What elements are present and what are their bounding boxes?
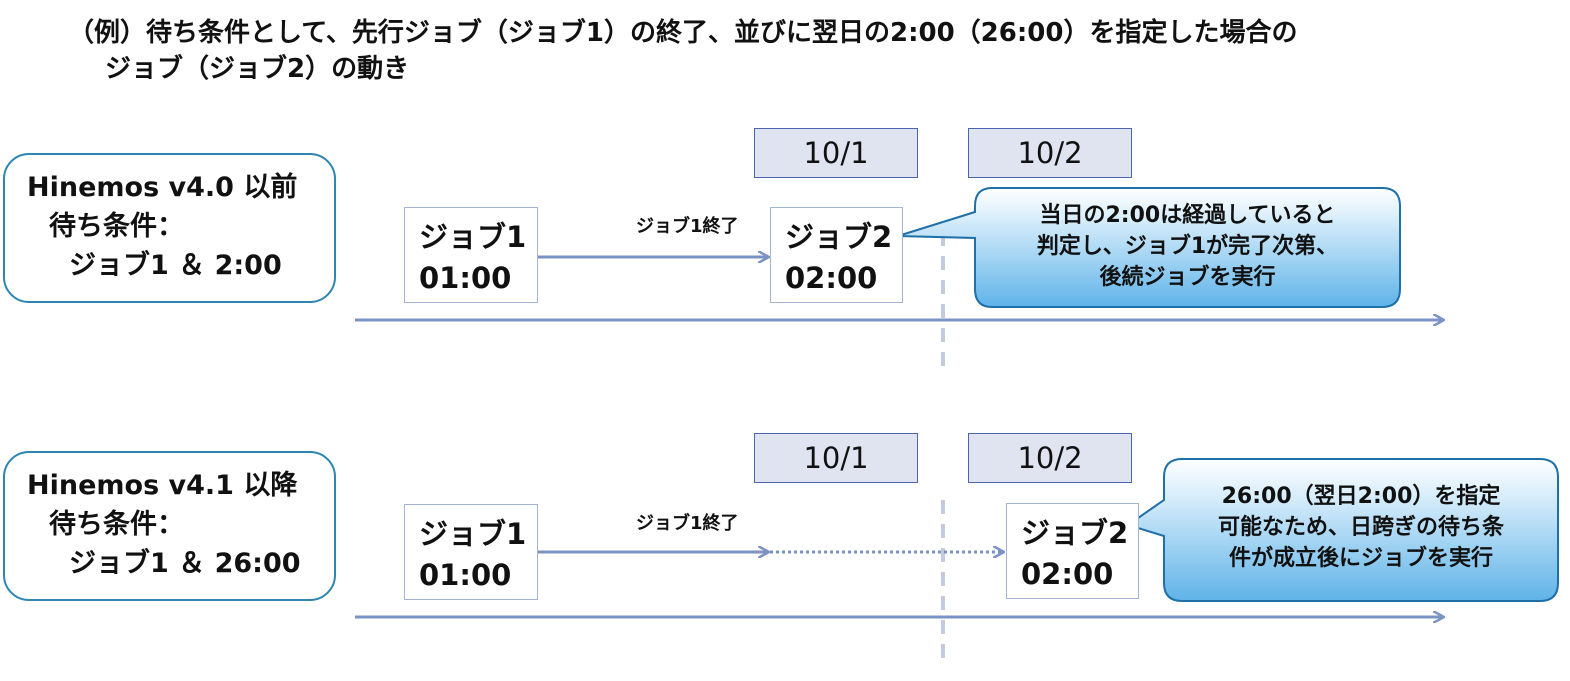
date-box-day1: 10/1 xyxy=(754,128,918,178)
wait-condition-value: ジョブ1 ＆ 26:00 xyxy=(69,548,301,579)
callout-text-v40: 当日の2:00は経過していると 判定し、ジョブ1が完了次第、 後続ジョブを実行 xyxy=(975,200,1400,293)
callout-bubble xyxy=(897,187,1401,308)
date-box-day2: 10/2 xyxy=(968,128,1132,178)
callout-line: 26:00（翌日2:00）を指定 xyxy=(1221,484,1501,509)
version-box-v41: Hinemos v4.1 以降 待ち条件： ジョブ1 ＆ 26:00 xyxy=(3,451,336,601)
callout-text-v41: 26:00（翌日2:00）を指定 可能なため、日跨ぎの待ち条 件が成立後にジョブ… xyxy=(1164,481,1558,574)
callout-line: 当日の2:00は経過していると xyxy=(1039,203,1336,228)
job-time: 02:00 xyxy=(785,261,878,295)
job-name: ジョブ2 xyxy=(1021,516,1129,550)
job-name: ジョブ1 xyxy=(419,220,527,254)
job1-end-label: ジョブ1終了 xyxy=(636,513,739,534)
wait-condition-label: 待ち条件： xyxy=(49,509,184,540)
date-box-day2: 10/2 xyxy=(968,433,1132,483)
job1-box: ジョブ1 01:00 xyxy=(404,207,538,303)
version-box-v40: Hinemos v4.0 以前 待ち条件： ジョブ1 ＆ 2:00 xyxy=(3,153,336,303)
job-name: ジョブ2 xyxy=(785,220,893,254)
job1-box: ジョブ1 01:00 xyxy=(404,504,538,600)
job-time: 01:00 xyxy=(419,558,512,592)
callout-line: 判定し、ジョブ1が完了次第、 xyxy=(1036,234,1339,259)
callout-line: 後続ジョブを実行 xyxy=(1099,265,1276,290)
diagram-title-line-2: ジョブ（ジョブ2）の動き xyxy=(105,54,410,84)
job-time: 02:00 xyxy=(1021,557,1114,591)
job1-end-label: ジョブ1終了 xyxy=(636,216,739,237)
diagram-title-line-1: （例）待ち条件として、先行ジョブ（ジョブ1）の終了、並びに翌日の2:00（26:… xyxy=(68,18,1298,48)
wait-condition-label: 待ち条件： xyxy=(49,211,184,242)
job2-box: ジョブ2 02:00 xyxy=(770,207,903,303)
date-box-day1: 10/1 xyxy=(754,433,918,483)
job-name: ジョブ1 xyxy=(419,517,527,551)
callout-line: 件が成立後にジョブを実行 xyxy=(1228,546,1493,571)
version-label: Hinemos v4.1 以降 xyxy=(27,470,298,501)
callout-bubble xyxy=(1125,458,1559,602)
wait-condition-value: ジョブ1 ＆ 2:00 xyxy=(69,250,282,281)
job-time: 01:00 xyxy=(419,261,512,295)
callout-line: 可能なため、日跨ぎの待ち条 xyxy=(1217,515,1504,540)
version-label: Hinemos v4.0 以前 xyxy=(27,172,298,203)
job2-box: ジョブ2 02:00 xyxy=(1006,503,1139,599)
